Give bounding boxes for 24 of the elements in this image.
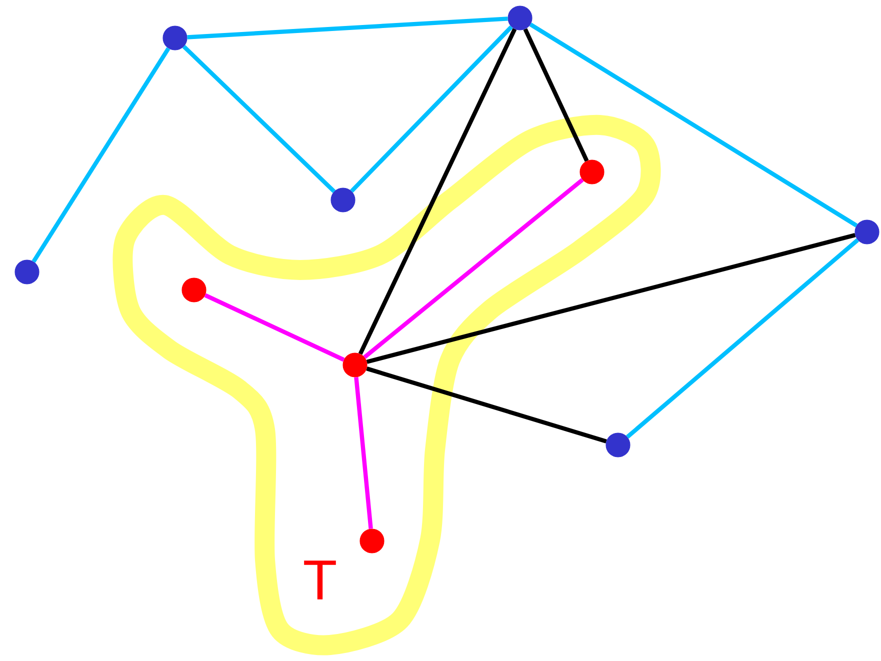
graph-vertex — [342, 352, 368, 378]
graph-edge — [626, 238, 860, 439]
graph-vertex — [508, 6, 532, 30]
graph-edge — [204, 293, 345, 362]
graph-edge — [354, 377, 373, 529]
graph-edge — [182, 45, 336, 193]
graph-vertex — [606, 432, 630, 458]
graph-edge — [523, 28, 589, 162]
graph-vertex — [580, 160, 604, 184]
graph-vertex — [182, 278, 206, 302]
graph-edge — [32, 47, 170, 263]
letter-label: T — [304, 560, 336, 600]
graph-edge — [529, 22, 858, 228]
graph-edge — [358, 28, 517, 355]
graph-vertex — [854, 220, 880, 244]
graph-vertex — [330, 188, 356, 212]
graph-vertex — [360, 528, 384, 554]
graph-edge — [363, 178, 584, 359]
graph-vertex — [162, 26, 188, 50]
graph-edge — [366, 233, 856, 364]
graph-edge — [350, 25, 513, 193]
graph-vertex — [14, 260, 40, 284]
graph-edge — [187, 16, 508, 40]
graph-edge — [366, 366, 607, 444]
